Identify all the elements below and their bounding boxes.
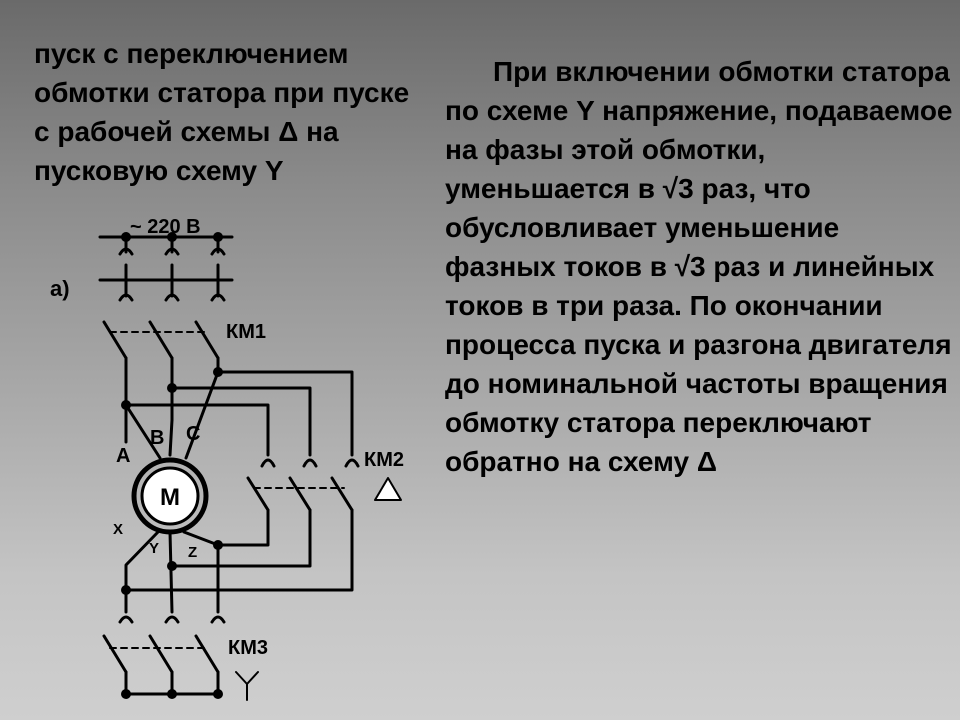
junction-dots [121, 232, 223, 699]
km3-label: КМ3 [228, 637, 268, 659]
junction-dot [213, 232, 223, 242]
delta-return-z [216, 508, 270, 547]
junction-dot [213, 540, 223, 550]
junction-dot [213, 367, 223, 377]
junction-dot [121, 232, 131, 242]
slide-title: пуск с переключением обмотки статора при… [34, 38, 410, 186]
motor-label: М [160, 484, 180, 511]
km3-contact-a [102, 634, 128, 674]
km3-fixed-b [164, 615, 180, 624]
supply-hook-c [210, 247, 226, 256]
delta-wire-b [170, 386, 312, 457]
motor-lead-x [124, 530, 160, 614]
km3-contact-b [148, 634, 174, 674]
junction-dot [167, 232, 177, 242]
terminal-a-label: A [116, 445, 130, 467]
motor-lead-y [168, 530, 174, 614]
figure-label: а) [50, 276, 70, 301]
motor-inner-ring [140, 466, 200, 526]
km3-fixed-a [118, 615, 134, 624]
motor-lead-c [184, 370, 220, 460]
supply-voltage-label: ~ 220 В [130, 216, 201, 238]
km2-fixed-b [302, 458, 318, 468]
motor-lead-a [124, 403, 162, 460]
km1-contact-a [102, 320, 128, 360]
terminal-y-label: Y [149, 540, 159, 557]
km1-contact-c [194, 320, 220, 360]
supply-hook-a [118, 247, 134, 256]
junction-dot [167, 383, 177, 393]
km3-fixed-c [210, 615, 226, 624]
terminal-b-label: B [150, 427, 164, 449]
motor-lead-b [168, 418, 174, 457]
junction-dot [167, 689, 177, 699]
terminal-c-label: C [186, 423, 200, 445]
km2-contact-b [288, 476, 312, 512]
km2-label: КМ2 [364, 449, 404, 471]
terminal-z-label: Z [188, 544, 197, 561]
delta-wire-a [124, 403, 270, 457]
km1-fixed-c [210, 293, 226, 302]
km1-contact-b [148, 320, 174, 360]
delta-return-y [124, 508, 354, 592]
delta-wire-c [216, 370, 354, 457]
junction-dot [213, 689, 223, 699]
junction-dot [121, 585, 131, 595]
terminal-x-label: X [113, 521, 123, 538]
km3-star-symbol [235, 671, 259, 701]
junction-dot [167, 561, 177, 571]
km2-fixed-a [260, 458, 276, 468]
km2-delta-symbol [374, 477, 402, 501]
km2-contact-a [246, 476, 270, 512]
junction-dot [121, 400, 131, 410]
junction-dot [121, 689, 131, 699]
km2-contact-c [330, 476, 354, 512]
supply-hook-b [164, 247, 180, 256]
km1-fixed-b [164, 293, 180, 302]
km1-label: КМ1 [226, 321, 266, 343]
km1-fixed-a [118, 293, 134, 302]
km2-fixed-c [344, 458, 360, 468]
slide-body-text: При включении обмотки статора по схеме Y… [445, 56, 953, 477]
km3-contact-c [194, 634, 220, 674]
